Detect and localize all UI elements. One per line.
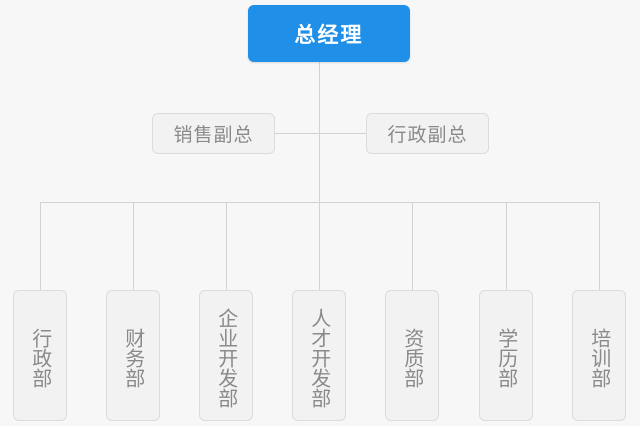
node-root-general-manager[interactable]: 总经理 [248, 5, 410, 62]
connector-leaf-bar [40, 202, 600, 203]
node-leaf-academic-credentials[interactable]: 学历部 [479, 290, 533, 421]
connector-leaf-drop-6 [506, 202, 507, 290]
node-mid-admin-vp-label: 行政副总 [387, 124, 468, 146]
node-leaf-enterprise-development-label: 企业开发部 [214, 307, 239, 408]
node-leaf-administration[interactable]: 行政部 [13, 290, 67, 421]
connector-root-stem [319, 62, 320, 134]
node-leaf-talent-development-label: 人才开发部 [307, 307, 332, 408]
node-mid-sales-vp[interactable]: 销售副总 [152, 113, 275, 154]
connector-leaf-drop-4 [319, 202, 320, 290]
connector-mid-bar [213, 133, 427, 134]
connector-leaf-drop-5 [412, 202, 413, 290]
connector-leaf-drop-1 [40, 202, 41, 290]
node-leaf-finance-label: 财务部 [121, 327, 146, 388]
node-leaf-administration-label: 行政部 [28, 327, 53, 388]
node-leaf-qualification[interactable]: 资质部 [385, 290, 439, 421]
connector-leaf-drop-7 [599, 202, 600, 290]
connector-leaf-drop-2 [133, 202, 134, 290]
node-leaf-qualification-label: 资质部 [400, 327, 425, 388]
connector-trunk-stem [319, 133, 320, 203]
node-mid-sales-vp-label: 销售副总 [173, 124, 254, 146]
node-leaf-academic-credentials-label: 学历部 [494, 327, 519, 388]
node-leaf-training-label: 培训部 [587, 327, 612, 388]
node-leaf-finance[interactable]: 财务部 [106, 290, 160, 421]
node-leaf-talent-development[interactable]: 人才开发部 [292, 290, 346, 421]
node-mid-admin-vp[interactable]: 行政副总 [366, 113, 489, 154]
node-root-label: 总经理 [294, 22, 364, 47]
connector-leaf-drop-3 [226, 202, 227, 290]
node-leaf-training[interactable]: 培训部 [572, 290, 626, 421]
node-leaf-enterprise-development[interactable]: 企业开发部 [199, 290, 253, 421]
